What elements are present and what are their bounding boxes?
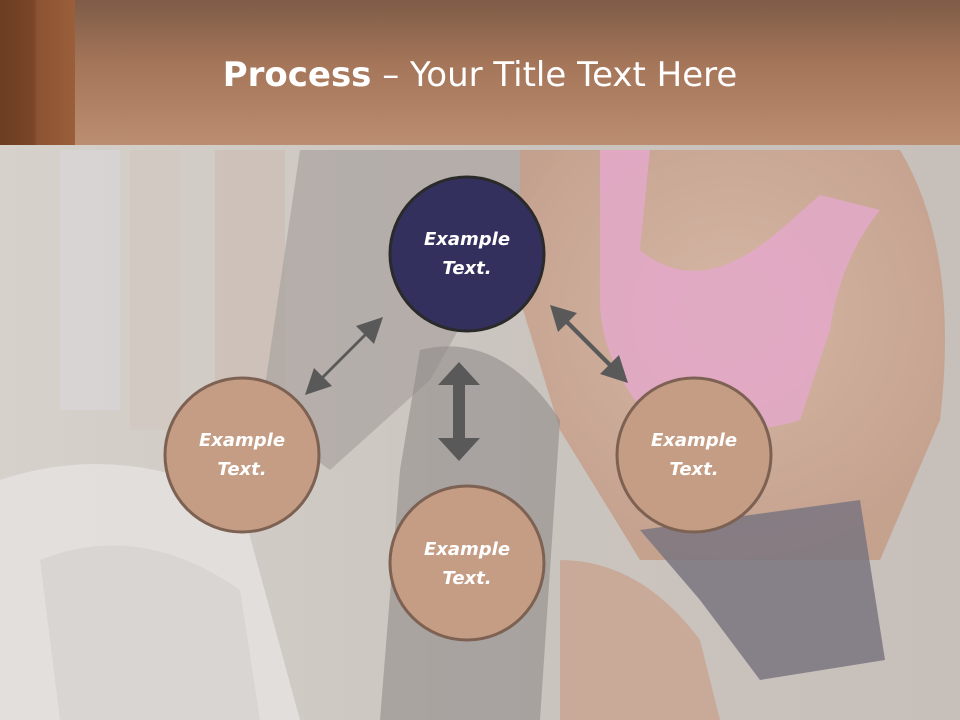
- node-label-top: Example Text.: [389, 225, 545, 283]
- node-top-line1: Example: [423, 229, 511, 250]
- node-right-line2: Text.: [669, 459, 719, 480]
- node-label-right: Example Text.: [616, 426, 772, 484]
- node-bottom-line1: Example: [423, 539, 511, 560]
- page-title: Process – Your Title Text Here: [0, 54, 960, 96]
- node-circle-top: [388, 175, 546, 333]
- node-circle-left: [163, 376, 321, 534]
- arrow-vertical: [438, 362, 480, 461]
- node-top-line2: Text.: [442, 258, 492, 279]
- node-bottom-line2: Text.: [442, 568, 492, 589]
- header-accent-block: [0, 0, 75, 145]
- title-bold: Process: [222, 55, 372, 95]
- arrow-top-left: [305, 317, 383, 395]
- title-rest: – Your Title Text Here: [371, 55, 738, 95]
- arrow-top-right: [550, 305, 628, 383]
- header-bar: [0, 0, 960, 145]
- node-circle-right: [615, 376, 773, 534]
- node-left-line1: Example: [198, 430, 286, 451]
- node-right-line1: Example: [650, 430, 738, 451]
- node-left-line2: Text.: [217, 459, 267, 480]
- node-label-left: Example Text.: [164, 426, 320, 484]
- node-label-bottom: Example Text.: [389, 535, 545, 593]
- node-circle-bottom: [388, 484, 546, 642]
